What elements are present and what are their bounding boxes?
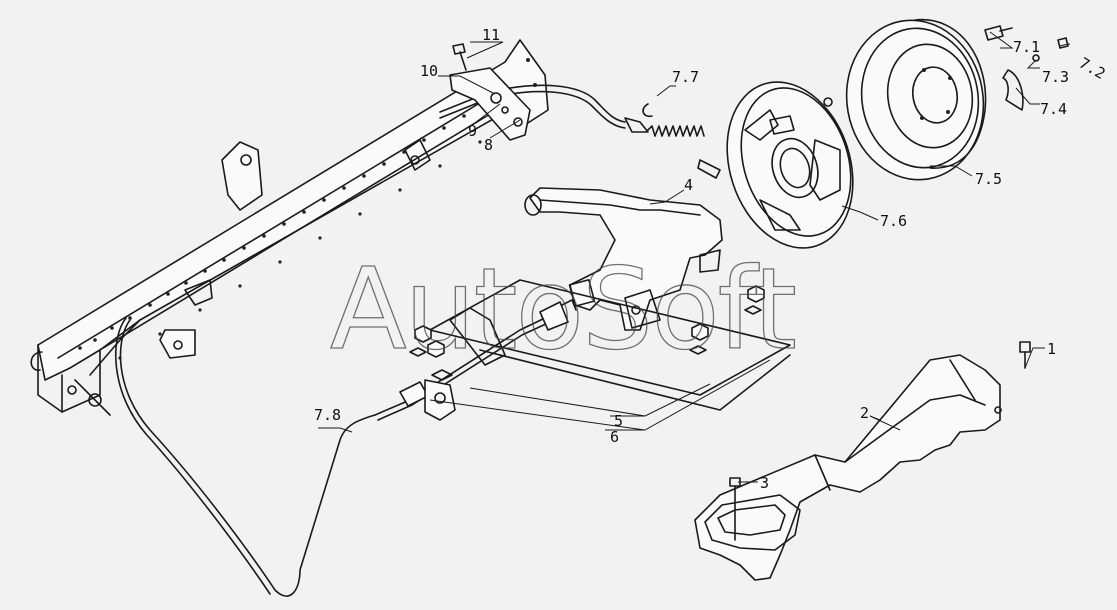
label-part-7-3: 7.3 <box>1042 68 1069 86</box>
brake-cable <box>114 84 721 597</box>
brake-backing-plate <box>726 81 854 249</box>
label-part-1: 1 <box>1047 340 1056 358</box>
label-part-7-8: 7.8 <box>314 406 341 424</box>
label-part-8: 8 <box>484 136 493 154</box>
retaining-ring <box>642 103 653 118</box>
label-part-5: 5 <box>614 412 623 430</box>
watermark: AutoSoft <box>330 245 795 375</box>
drum-hardware <box>984 25 1069 111</box>
frame-rail <box>30 39 549 416</box>
label-part-4: 4 <box>684 176 693 194</box>
label-part-7-2: 7.2 <box>1076 54 1108 83</box>
label-part-3: 3 <box>760 474 769 492</box>
label-part-7-6: 7.6 <box>880 212 907 230</box>
screws <box>449 43 1031 541</box>
label-part-6: 6 <box>610 428 619 446</box>
leader-lines <box>318 31 1070 483</box>
brake-drum <box>845 18 987 181</box>
label-part-2: 2 <box>860 404 869 422</box>
label-part-7-1: 7.1 <box>1013 38 1040 56</box>
label-part-7-7: 7.7 <box>672 68 699 86</box>
label-part-11: 11 <box>482 26 500 44</box>
label-part-10: 10 <box>420 62 438 80</box>
part-labels: 11 10 9 8 7.7 4 7.1 7.2 7.3 7.4 7.5 7.6 … <box>314 26 1108 492</box>
mounting-plates <box>409 279 791 421</box>
label-part-9: 9 <box>468 122 477 140</box>
console-cover <box>694 354 1002 581</box>
label-part-7-4: 7.4 <box>1040 100 1067 118</box>
label-part-7-5: 7.5 <box>975 170 1002 188</box>
